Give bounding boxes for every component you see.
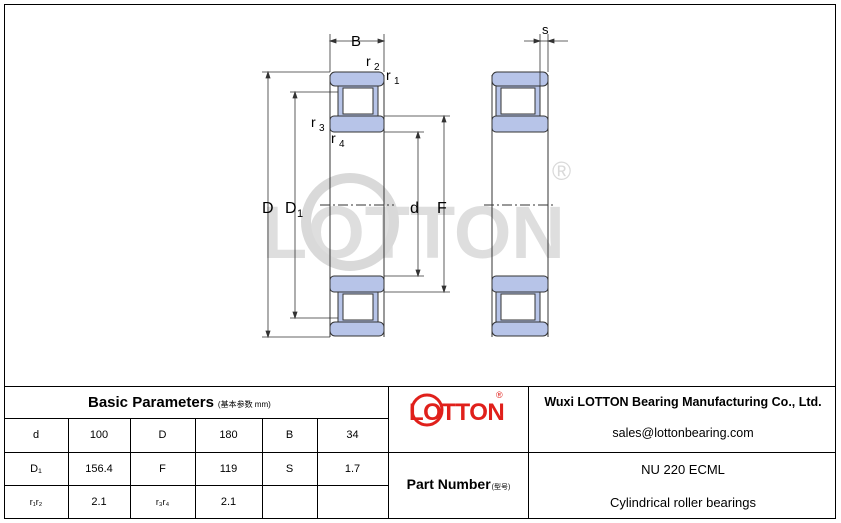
- col-rule-3: [195, 418, 196, 519]
- label-B: B: [351, 33, 361, 50]
- cell-r0-c0: d: [32, 429, 40, 441]
- label-s: s: [542, 22, 549, 37]
- watermark-mark: ®: [552, 156, 571, 186]
- logo-ring-icon: [410, 393, 444, 427]
- watermark: LOTTON ®: [262, 156, 571, 274]
- part-number-label: Part Number(型号): [390, 470, 527, 498]
- col-rule-1: [68, 418, 69, 519]
- cell-r1-c5: 1.7: [344, 462, 361, 475]
- cell-r1-c0: D₁: [30, 462, 42, 475]
- cell-r1-c3: 119: [219, 462, 238, 475]
- right-mid-rule: [388, 452, 836, 453]
- part-label-sub: (型号): [491, 484, 511, 491]
- label-d: d: [410, 200, 419, 217]
- logo-divider: [528, 386, 529, 519]
- cell-r1-c1: 156.4: [85, 462, 113, 475]
- table-divider: [388, 386, 389, 519]
- lotton-logo: LOTTON ®: [409, 390, 505, 427]
- cell-r2-c5: [317, 485, 388, 519]
- cell-r2-c4: [262, 485, 317, 519]
- label-D1-sub: 1: [297, 208, 303, 220]
- label-F: F: [437, 200, 447, 217]
- label-r1: r: [386, 67, 391, 83]
- col-rule-2: [130, 418, 131, 519]
- watermark-ring: [301, 173, 399, 271]
- cell-r2-c3: 2.1: [220, 496, 237, 508]
- cell-r2-c1: 2.1: [91, 496, 107, 508]
- cell-r1-c4: S: [285, 462, 294, 475]
- bearing-side-section: [484, 71, 556, 337]
- cell-r0-c5: 34: [346, 429, 359, 441]
- cell-r2-c0: r₁r₂: [29, 497, 43, 507]
- cell-r0-c4: B: [285, 429, 294, 441]
- label-r3: r: [311, 114, 316, 130]
- label-r1-sub: 1: [394, 76, 400, 87]
- label-D: D: [262, 200, 274, 217]
- basic-title-sub: (基本参数 mm): [217, 400, 271, 409]
- basic-header-rule: [4, 418, 388, 419]
- bearing-front-section: [320, 71, 394, 337]
- logo-text: LOTTON: [409, 399, 504, 426]
- label-D1: D: [285, 200, 297, 217]
- label-r4: r: [331, 130, 336, 146]
- col-rule-4: [262, 418, 263, 519]
- dimension-labels: B r 2 r 1 r 3 r 4 D D 1 d F s: [262, 22, 549, 220]
- company-name: Wuxi LOTTON Bearing Manufacturing Co., L…: [544, 395, 822, 409]
- label-r3-sub: 3: [319, 123, 325, 134]
- basic-row-rule-1: [4, 452, 388, 453]
- cell-r0-c3: 180: [219, 429, 238, 441]
- part-type-value: Cylindrical roller bearings: [610, 494, 756, 510]
- cell-r1-c2: F: [159, 462, 166, 475]
- dimension-lines: [262, 34, 568, 339]
- label-r2-sub: 2: [374, 62, 380, 73]
- part-label-text: Part Number: [406, 476, 491, 492]
- col-rule-5: [317, 418, 318, 519]
- cell-r2-c2: r₃r₄: [155, 497, 170, 507]
- table-top-rule: [4, 386, 836, 387]
- company-email[interactable]: sales@lottonbearing.com: [612, 426, 754, 440]
- label-r2: r: [366, 53, 371, 69]
- logo-mark: ®: [496, 390, 503, 400]
- basic-row-rule-2: [4, 485, 388, 486]
- part-number-value: NU 220 ECML: [641, 461, 725, 477]
- basic-parameters-title: Basic Parameters(基本参数 mm): [88, 394, 271, 411]
- cell-r0-c1: 100: [89, 429, 109, 441]
- label-r4-sub: 4: [339, 139, 345, 150]
- page-frame: [4, 4, 836, 519]
- basic-title-text: Basic Parameters: [88, 394, 214, 411]
- cell-r0-c2: D: [158, 429, 167, 441]
